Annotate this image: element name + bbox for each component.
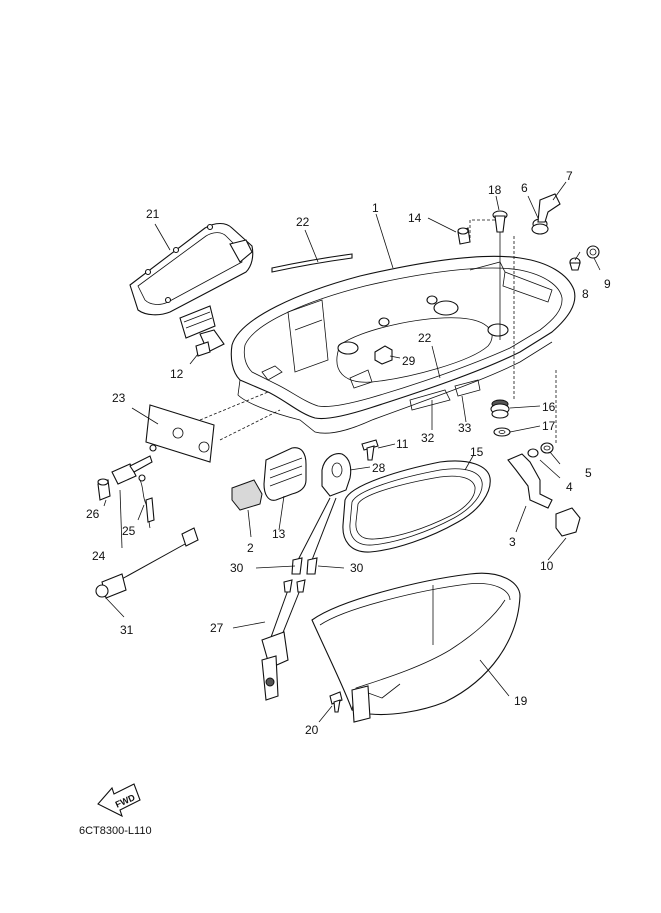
callout-20: 20 — [305, 723, 319, 737]
grommet-13 — [263, 447, 307, 501]
bracket-7 — [537, 193, 561, 223]
bottom-apron — [311, 572, 521, 723]
callout-2: 2 — [247, 541, 254, 555]
callout-3: 3 — [509, 535, 516, 549]
part-8 — [569, 257, 581, 271]
callout-11: 11 — [396, 437, 409, 451]
top-cover-21 — [129, 222, 254, 316]
callout-19: 19 — [514, 694, 528, 708]
rubber-seal — [342, 460, 491, 553]
callout-8: 8 — [582, 287, 589, 301]
callout-6: 6 — [521, 181, 528, 195]
screw-14 — [457, 227, 471, 245]
callout-27: 27 — [210, 621, 224, 635]
part-27 — [261, 579, 306, 701]
callout-31: 31 — [120, 623, 134, 637]
callout-4: 4 — [566, 480, 573, 494]
callout-28: 28 — [372, 461, 386, 475]
grommet-6 — [531, 218, 549, 235]
part-12 — [179, 305, 225, 357]
cord-25 — [138, 474, 155, 529]
grommet-28 — [321, 453, 352, 497]
screw-11 — [361, 439, 379, 461]
part-24 — [111, 444, 157, 485]
callout-30-left: 30 — [230, 561, 244, 575]
callout-12: 12 — [170, 367, 184, 381]
callout-10: 10 — [540, 559, 554, 573]
gasket-23 — [145, 404, 215, 463]
callout-22-inner: 22 — [418, 331, 432, 345]
callout-labels: 1 2 3 4 5 6 7 8 9 10 11 12 13 14 15 16 1… — [86, 169, 611, 737]
callout-13: 13 — [272, 527, 286, 541]
callout-7: 7 — [566, 169, 573, 183]
callout-9: 9 — [604, 277, 611, 291]
cables-30 — [291, 497, 337, 575]
part-9 — [586, 245, 600, 259]
part-2 — [231, 479, 263, 511]
bracket-3 — [507, 453, 553, 509]
callout-29: 29 — [402, 354, 416, 368]
callout-16: 16 — [542, 400, 556, 414]
washer-17 — [493, 427, 511, 437]
callout-33: 33 — [458, 421, 472, 435]
part-5 — [540, 442, 554, 454]
screw-20 — [329, 691, 343, 713]
fwd-arrow-icon: FWD — [97, 783, 141, 818]
bolt-18 — [492, 210, 508, 340]
nut-29 — [374, 345, 393, 365]
part-26 — [97, 478, 111, 501]
callout-14: 14 — [408, 211, 422, 225]
leader-lines — [103, 181, 601, 723]
callout-26: 26 — [86, 507, 100, 521]
callout-25: 25 — [122, 524, 136, 538]
callout-23: 23 — [112, 391, 126, 405]
part-31 — [95, 527, 199, 599]
weather-strip-22 — [271, 253, 353, 273]
callout-22-top: 22 — [296, 215, 310, 229]
bottom-cowling — [230, 255, 576, 434]
part-10 — [555, 507, 581, 537]
callout-18: 18 — [488, 183, 502, 197]
callout-32: 32 — [421, 431, 435, 445]
grommet-16 — [490, 399, 510, 419]
part-4 — [527, 448, 539, 458]
callout-24: 24 — [92, 549, 106, 563]
callout-17: 17 — [542, 419, 556, 433]
callout-5: 5 — [585, 466, 592, 480]
callout-21: 21 — [146, 207, 160, 221]
callout-15: 15 — [470, 445, 484, 459]
callout-30-right: 30 — [350, 561, 364, 575]
diagram-code: 6CT8300-L110 — [79, 825, 152, 837]
callout-1: 1 — [372, 201, 379, 215]
